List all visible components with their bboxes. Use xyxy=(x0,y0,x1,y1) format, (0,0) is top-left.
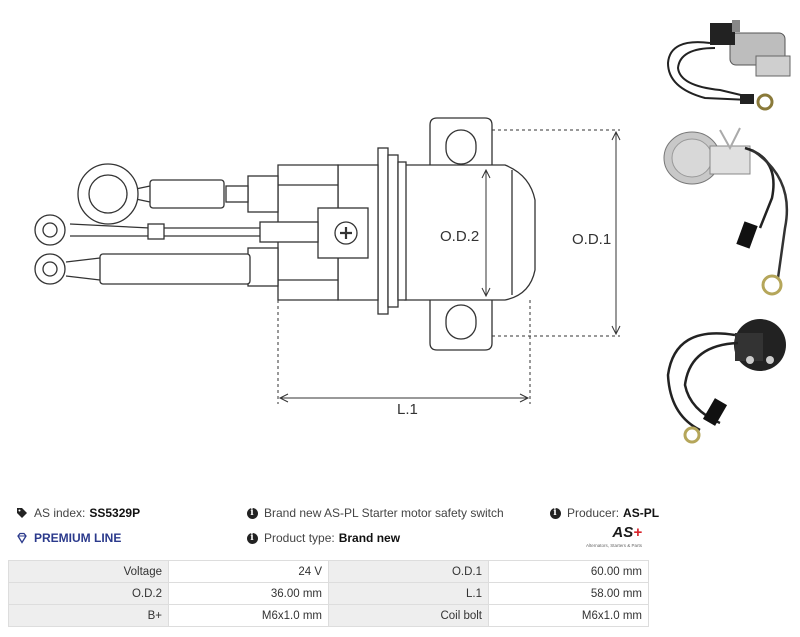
producer-row: i Producer: AS-PL xyxy=(549,506,659,520)
spec-label: O.D.1 xyxy=(328,560,489,583)
table-row: O.D.2 36.00 mm L.1 58.00 mm xyxy=(8,582,649,605)
producer-value: AS-PL xyxy=(623,506,660,520)
info-icon: i xyxy=(549,507,561,519)
l1-dimension-label: L.1 xyxy=(397,401,418,418)
as-index-value: SS5329P xyxy=(89,506,141,520)
spec-label: Voltage xyxy=(8,560,169,583)
table-row: B+ M6x1.0 mm Coil bolt M6x1.0 mm xyxy=(8,604,649,627)
spec-value: M6x1.0 mm xyxy=(168,604,329,627)
spec-value: M6x1.0 mm xyxy=(488,604,649,627)
spec-label: L.1 xyxy=(328,582,489,605)
product-photo-1 xyxy=(666,20,791,111)
logo-mark: AS+ xyxy=(612,524,642,541)
od1-dimension-label: O.D.1 xyxy=(572,231,611,248)
spec-value: 60.00 mm xyxy=(488,560,649,583)
diamond-icon xyxy=(16,532,28,544)
spec-value: 24 V xyxy=(168,560,329,583)
od2-dimension-label: O.D.2 xyxy=(440,228,479,245)
spec-label: O.D.2 xyxy=(8,582,169,605)
product-type-row: i Product type: Brand new xyxy=(246,531,400,545)
logo-tagline: Alternators, Starters & Parts xyxy=(586,543,643,548)
product-description: Brand new AS-PL Starter motor safety swi… xyxy=(264,506,504,520)
spec-value: 36.00 mm xyxy=(168,582,329,605)
spec-label: B+ xyxy=(8,604,169,627)
product-photo-3 xyxy=(666,319,786,444)
spec-label: Coil bolt xyxy=(328,604,489,627)
tag-icon xyxy=(16,507,28,519)
product-type-value: Brand new xyxy=(338,531,401,545)
product-type-label: Product type: xyxy=(264,531,335,545)
as-index-row: AS index: SS5329P xyxy=(16,506,140,520)
spec-value: 58.00 mm xyxy=(488,582,649,605)
as-index-label: AS index: xyxy=(34,506,86,520)
description-row: i Brand new AS-PL Starter motor safety s… xyxy=(246,506,504,520)
premium-line-row: PREMIUM LINE xyxy=(16,531,121,545)
info-icon: i xyxy=(246,507,258,519)
premium-line-label: PREMIUM LINE xyxy=(34,531,122,545)
as-pl-logo: AS+ Alternators, Starters & Parts xyxy=(586,524,650,552)
specifications-table: Voltage 24 V O.D.1 60.00 mm O.D.2 36.00 … xyxy=(8,560,649,627)
technical-drawing: O.D.2 O.D.1 L.1 xyxy=(34,117,621,418)
producer-label: Producer: xyxy=(567,506,620,520)
product-photo-2 xyxy=(663,127,789,296)
info-icon: i xyxy=(246,532,258,544)
table-row: Voltage 24 V O.D.1 60.00 mm xyxy=(8,560,649,583)
